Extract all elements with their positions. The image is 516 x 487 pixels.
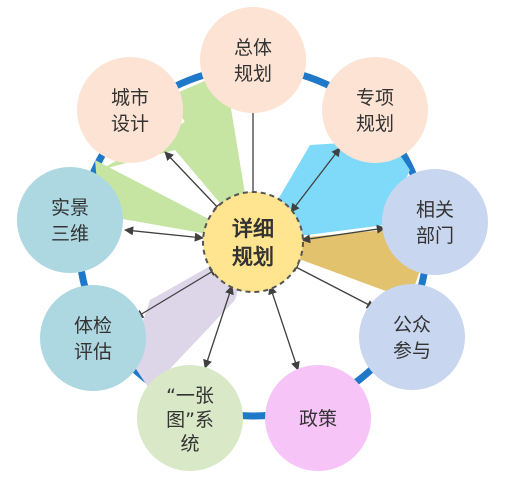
node-shijing-line-1: 实景	[51, 197, 89, 219]
arrow-zhuanxiang	[290, 147, 341, 213]
arrow-chengshi	[164, 151, 223, 213]
node-chengshi-line-2: 设计	[111, 113, 149, 135]
node-gongzhong-line-2: 参与	[393, 340, 431, 362]
node-zongti-line-1: 总体	[234, 37, 272, 59]
node-gongzhong-line-1: 公众	[393, 314, 431, 336]
node-xiangguan-line-2: 部门	[416, 225, 454, 247]
node-xiangguan: 相关 部门	[382, 169, 488, 275]
node-zongti: 总体 规划	[200, 7, 306, 113]
node-tijian-line-1: 体检	[74, 315, 112, 337]
arrow-zhengce	[268, 285, 300, 371]
node-gongzhong-circle	[359, 284, 465, 390]
node-gongzhong: 公众 参与	[359, 284, 465, 390]
node-yizhangtu-line-1: “一张	[166, 385, 214, 407]
center-node: 详细 规划	[202, 191, 304, 293]
arrow-tijian	[134, 267, 219, 319]
node-xiangguan-circle	[382, 169, 488, 275]
node-tijian-circle	[40, 285, 146, 391]
node-zhuanxiang: 专项 规划	[322, 57, 428, 163]
center-node-line-1: 详细	[232, 217, 274, 241]
node-zhuanxiang-circle	[322, 57, 428, 163]
node-tijian: 体检 评估	[40, 285, 146, 391]
node-yizhangtu-line-2: 图”系	[166, 409, 214, 431]
center-node-circle	[202, 191, 304, 293]
node-yizhangtu: “一张 图”系 统	[137, 365, 243, 471]
node-shijing-line-2: 三维	[51, 223, 89, 245]
node-yizhangtu-circle	[137, 365, 243, 471]
arrow-shijing	[124, 226, 204, 242]
node-chengshi-circle	[77, 57, 183, 163]
node-chengshi: 城市 设计	[77, 57, 183, 163]
node-zhengce: 政策	[265, 365, 371, 471]
node-zongti-circle	[200, 7, 306, 113]
node-zongti-line-2: 规划	[234, 63, 272, 85]
node-zhengce-line-1: 政策	[299, 408, 337, 430]
node-zhuanxiang-line-1: 专项	[356, 87, 394, 109]
node-shijing: 实景 三维	[17, 167, 123, 273]
arrow-xiangguan	[301, 224, 386, 244]
node-chengshi-line-1: 城市	[111, 87, 149, 109]
arrows	[124, 92, 386, 371]
node-tijian-line-2: 评估	[74, 341, 112, 363]
node-xiangguan-line-1: 相关	[416, 199, 454, 221]
node-yizhangtu-line-3: 统	[180, 433, 199, 455]
node-zhuanxiang-line-2: 规划	[356, 113, 394, 135]
arrow-gongzhong	[289, 263, 376, 309]
arrow-yizhangtu	[203, 285, 234, 369]
node-zhengce-circle	[265, 365, 371, 471]
center-node-line-2: 规划	[232, 245, 274, 269]
node-shijing-circle	[17, 167, 123, 273]
